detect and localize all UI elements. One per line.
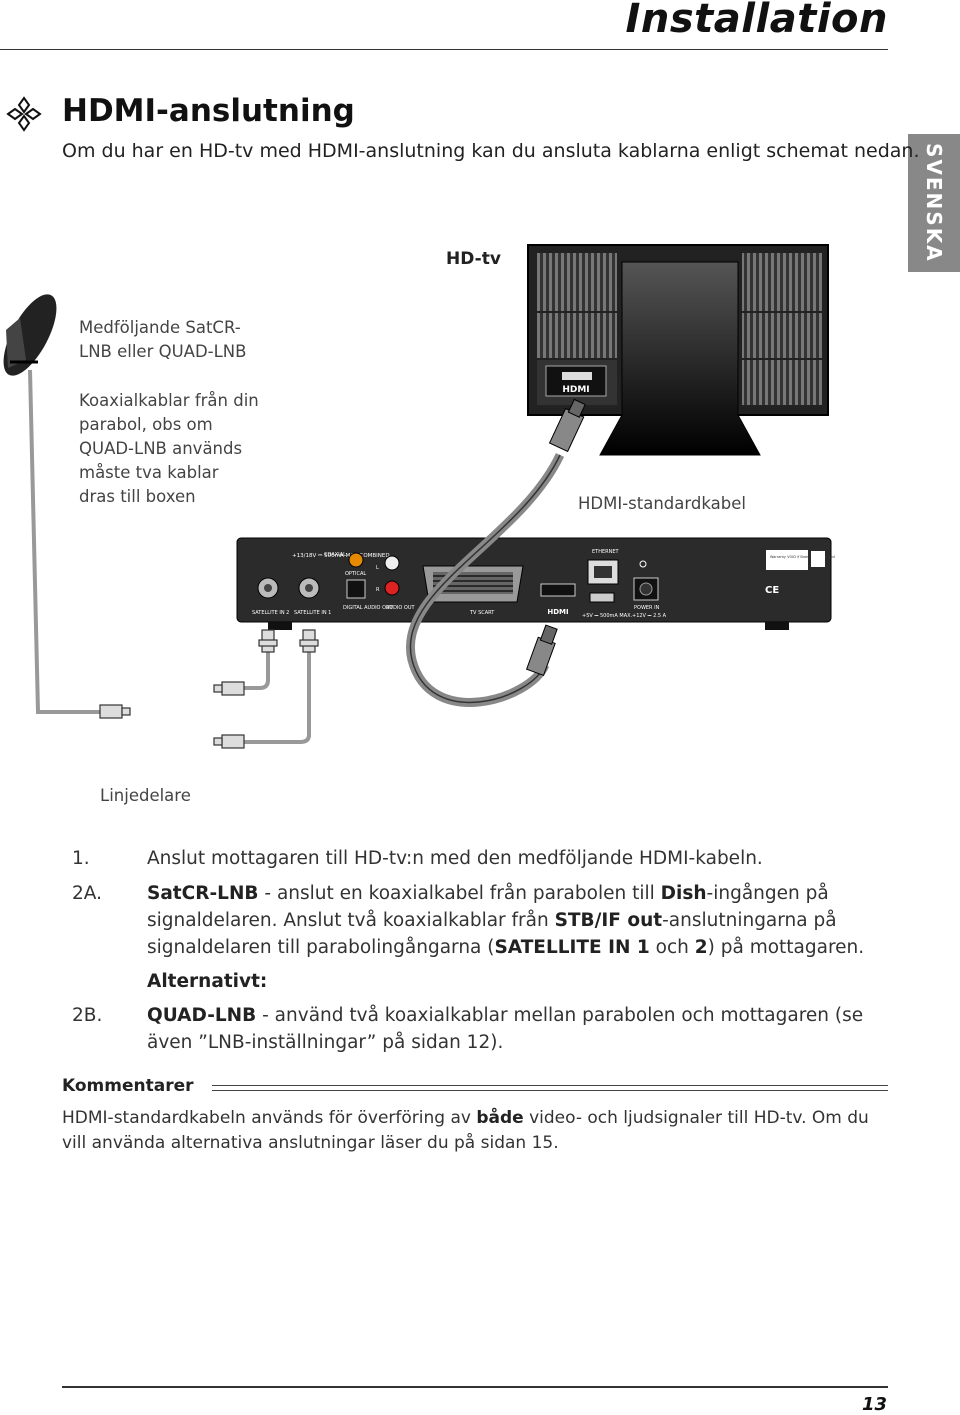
comments-title: Kommentarer bbox=[62, 1076, 194, 1096]
svg-text:POWER IN: POWER IN bbox=[634, 605, 660, 611]
page-header-title: Installation bbox=[625, 0, 888, 42]
splitter-label: Linjedelare bbox=[100, 786, 191, 805]
language-tab-label: SVENSKA bbox=[922, 143, 946, 263]
comments-divider bbox=[212, 1085, 888, 1091]
step-text: Alternativt: bbox=[147, 971, 268, 992]
svg-text:OPTICAL: OPTICAL bbox=[345, 571, 366, 577]
language-tab: SVENSKA bbox=[908, 134, 960, 272]
step-number: 2A. bbox=[72, 883, 102, 904]
svg-text:COAXIAL: COAXIAL bbox=[324, 552, 346, 558]
svg-text:CE: CE bbox=[765, 585, 779, 596]
hdtv-back-illustration: HDMI bbox=[527, 244, 829, 456]
svg-text:+5V ⎓ 500mA MAX.: +5V ⎓ 500mA MAX. bbox=[582, 613, 633, 619]
svg-text:R: R bbox=[376, 587, 380, 593]
coax-cables-illustration bbox=[28, 369, 311, 744]
svg-text:+12V ⎓ 2.5 A: +12V ⎓ 2.5 A bbox=[632, 613, 667, 619]
svg-text:HDMI: HDMI bbox=[562, 385, 589, 395]
coax-connectors-illustration bbox=[99, 629, 319, 749]
receiver-back-illustration: +13/18V ⎓ 500mA MAX COMBINED SATELLITE I… bbox=[236, 537, 835, 630]
svg-text:DIGITAL AUDIO OUT: DIGITAL AUDIO OUT bbox=[343, 605, 394, 611]
coax-cable-label: Koaxialkablar från din parabol, obs om Q… bbox=[79, 391, 259, 506]
satellite-dish-illustration bbox=[3, 294, 57, 376]
header-divider bbox=[0, 49, 888, 50]
svg-text:SATELLITE IN 2: SATELLITE IN 2 bbox=[252, 610, 289, 616]
hdmi-cable-label: HDMI-standardkabel bbox=[578, 494, 746, 513]
svg-text:L: L bbox=[376, 565, 379, 571]
section-intro: Om du har en HD-tv med HDMI-anslutning k… bbox=[62, 140, 920, 162]
svg-text:HDMI: HDMI bbox=[547, 608, 568, 616]
diamond-bullet-icon bbox=[6, 96, 42, 132]
svg-text:ETHERNET: ETHERNET bbox=[592, 549, 620, 555]
hdtv-label: HD-tv bbox=[446, 249, 501, 269]
svg-text:TV SCART: TV SCART bbox=[469, 610, 495, 616]
lnb-label: Medföljande SatCR-LNB eller QUAD-LNB bbox=[79, 318, 247, 361]
svg-text:SATELLITE IN 1: SATELLITE IN 1 bbox=[294, 610, 331, 616]
svg-text:+13/18V ⎓ 500mA MAX COMBINED: +13/18V ⎓ 500mA MAX COMBINED bbox=[292, 553, 390, 559]
step-number: 1. bbox=[72, 848, 90, 869]
svg-text:AUDIO OUT: AUDIO OUT bbox=[386, 605, 416, 611]
step-number: 2B. bbox=[72, 1005, 103, 1026]
step-text: Anslut mottagaren till HD-tv:n med den m… bbox=[147, 848, 763, 869]
page-number: 13 bbox=[862, 1394, 888, 1415]
footer-divider bbox=[62, 1386, 888, 1388]
section-title: HDMI-anslutning bbox=[62, 93, 355, 129]
svg-text:Warranty VOID if Broken or Rem: Warranty VOID if Broken or Removed bbox=[770, 555, 835, 559]
step-text: QUAD-LNB - använd två koaxialkablar mell… bbox=[147, 1005, 864, 1053]
hdmi-cable-illustration bbox=[405, 398, 586, 707]
comments-body: HDMI-standardkabeln används för överföri… bbox=[62, 1108, 869, 1153]
step-text: SatCR-LNB - anslut en koaxialkabel från … bbox=[147, 883, 865, 958]
connection-diagram: HDMI +13/18V ⎓ 500mA MAX COMBINED SATELL… bbox=[3, 244, 835, 749]
